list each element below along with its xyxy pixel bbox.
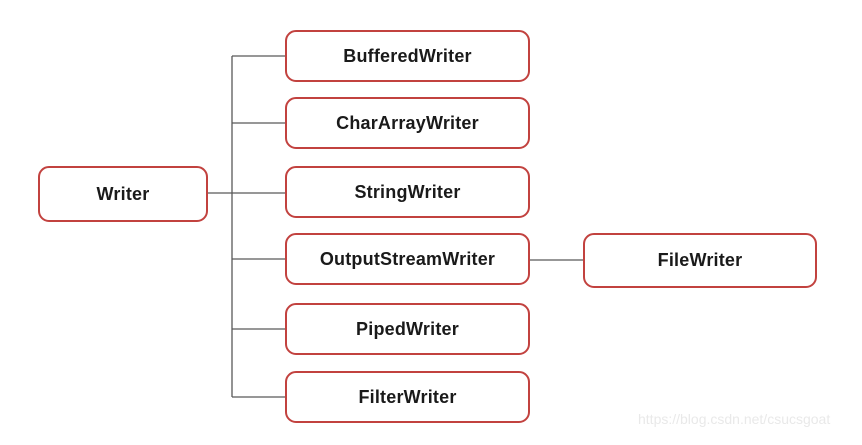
node-file-writer: FileWriter <box>583 233 817 288</box>
node-filter-writer: FilterWriter <box>285 371 530 423</box>
node-char-array-writer-label: CharArrayWriter <box>336 112 479 133</box>
node-string-writer-label: StringWriter <box>354 181 461 202</box>
node-file-writer-label: FileWriter <box>657 250 743 270</box>
node-output-stream-writer-label: OutputStreamWriter <box>319 248 496 269</box>
node-buffered-writer: BufferedWriter <box>285 30 530 82</box>
node-writer: Writer <box>38 166 208 222</box>
node-filter-writer-label: FilterWriter <box>358 386 457 407</box>
node-piped-writer-label: PipedWriter <box>356 318 459 339</box>
node-buffered-writer-label: BufferedWriter <box>343 45 472 66</box>
watermark: https://blog.csdn.net/csucsgoat <box>638 411 831 427</box>
node-piped-writer: PipedWriter <box>285 303 530 355</box>
node-writer-label: Writer <box>96 183 150 204</box>
node-char-array-writer: CharArrayWriter <box>285 97 530 149</box>
node-string-writer: StringWriter <box>285 166 530 218</box>
node-output-stream-writer: OutputStreamWriter <box>285 233 530 285</box>
